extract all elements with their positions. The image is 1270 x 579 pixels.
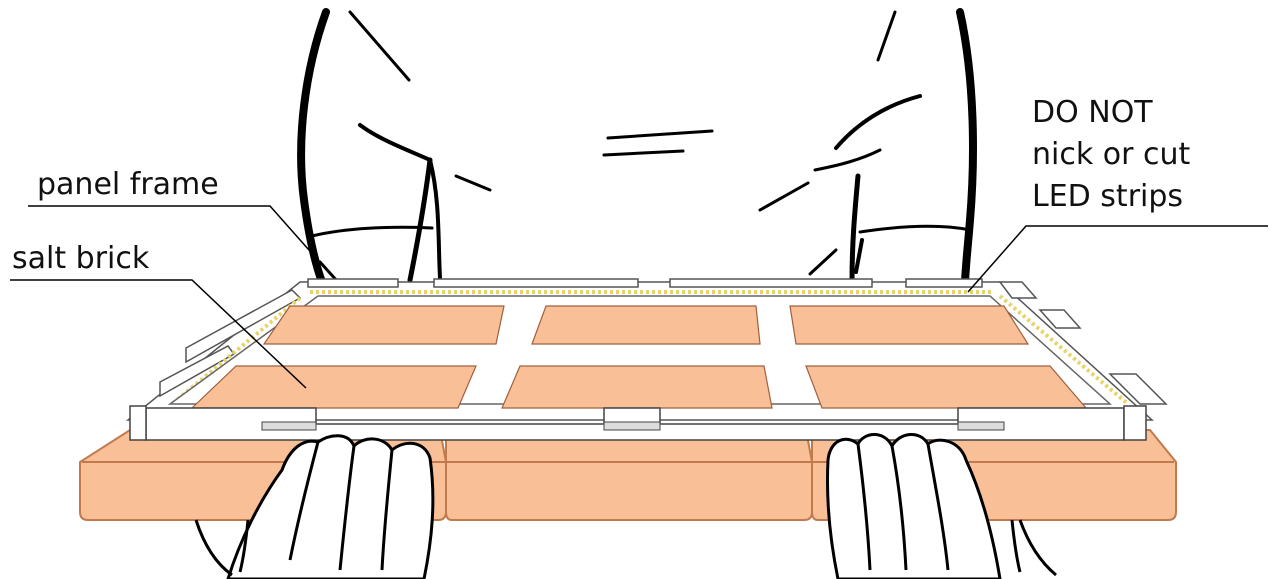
grid-brick-3 <box>790 306 1028 344</box>
warning-line-1: DO NOT <box>1032 92 1190 134</box>
warning-line-3: LED strips <box>1032 176 1190 218</box>
salt-bricks-front <box>80 430 1176 520</box>
grid-brick-1 <box>264 306 504 344</box>
grid-brick-6 <box>806 366 1086 408</box>
grid-brick-2 <box>532 306 760 344</box>
arms-icon <box>301 12 973 282</box>
panel-frame <box>128 279 1166 440</box>
grid-brick-4 <box>192 366 476 408</box>
warning-line-2: nick or cut <box>1032 134 1190 176</box>
salt-brick-label: salt brick <box>12 244 149 274</box>
panel-frame-label: panel frame <box>37 170 219 200</box>
brick-middle <box>446 430 812 520</box>
led-warning-label: DO NOT nick or cut LED strips <box>1032 92 1190 218</box>
grid-brick-5 <box>502 366 772 408</box>
